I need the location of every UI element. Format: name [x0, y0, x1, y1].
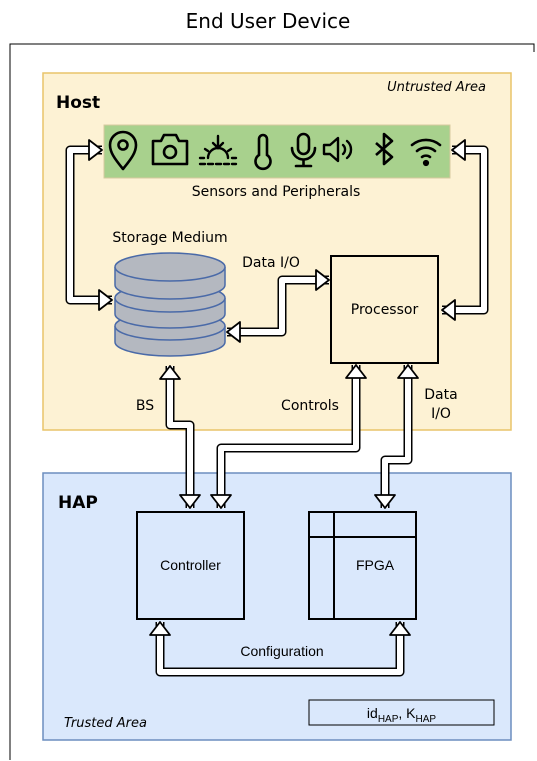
controller-fpga-configuration-arrow: [149, 621, 411, 677]
k-symbol: K: [406, 705, 416, 721]
data-io-label-fpga-line2: I/O: [431, 406, 451, 422]
host-title: Host: [56, 93, 100, 113]
data-io-label-fpga-line1: Data: [424, 387, 457, 403]
thermometer-icon: [254, 133, 272, 171]
fpga-label: FPGA: [356, 557, 395, 573]
sensors-storage-arrow: [65, 139, 113, 311]
arrow-head: [451, 139, 466, 161]
microphone-icon: [290, 132, 317, 168]
bs-label: BS: [136, 398, 154, 414]
arrow-head: [179, 494, 201, 509]
data-io-label-storage: Data I/O: [242, 255, 300, 271]
arrow-head: [389, 621, 411, 636]
trusted-area-label: Trusted Area: [64, 716, 147, 731]
untrusted-area-label: Untrusted Area: [387, 80, 486, 95]
arrow-head: [374, 494, 396, 509]
sunrise-icon: [198, 134, 238, 166]
bluetooth-icon: [375, 132, 394, 166]
storage-processor-arrow: [226, 269, 330, 343]
storage-cylinder: [114, 252, 226, 357]
arrow-head: [88, 139, 103, 161]
arrow-head: [441, 299, 456, 321]
hap-area: HAP Trusted Area: [42, 472, 512, 741]
connector-arrows: [65, 139, 489, 677]
controller-box: Controller: [136, 511, 245, 620]
device-title: End User Device: [186, 9, 351, 33]
controller-label: Controller: [160, 557, 221, 573]
arrow-head: [159, 365, 181, 380]
k-subscript: HAP: [416, 714, 437, 725]
id-subscript: HAP: [378, 714, 399, 725]
sensors-bar: [103, 124, 451, 179]
fpga-box: FPGA: [308, 511, 417, 620]
processor-box: Processor: [330, 255, 439, 364]
camera-icon: [151, 133, 189, 166]
arrow-head: [98, 289, 113, 311]
arrow-head: [210, 494, 232, 509]
speaker-icon: [322, 136, 353, 163]
controls-label: Controls: [281, 398, 339, 414]
hap-title: HAP: [58, 493, 98, 513]
id-symbol: id: [367, 705, 378, 721]
arrow-head: [345, 364, 367, 379]
arrow-head: [226, 321, 241, 343]
keys-box: idHAP, KHAP: [308, 699, 495, 726]
processor-label: Processor: [351, 302, 419, 318]
processor-controller-arrow: [210, 364, 367, 509]
arrow-head: [149, 621, 171, 636]
configuration-label: Configuration: [240, 643, 323, 659]
device-frame: [9, 43, 535, 760]
sensors-panel: [103, 124, 451, 179]
hap-panel: [42, 472, 512, 741]
keys-label: idHAP, KHAP: [367, 705, 436, 725]
storage-label: Storage Medium: [112, 230, 227, 246]
arrow-head: [397, 364, 419, 379]
processor-fpga-arrow: [374, 364, 419, 509]
wifi-icon: [410, 138, 442, 167]
sensors-label: Sensors and Peripherals: [192, 184, 361, 200]
sensors-processor-arrow: [441, 139, 489, 321]
location-pin-icon: [108, 130, 138, 171]
keys-separator: ,: [398, 705, 406, 721]
storage-controller-arrow: [159, 365, 201, 509]
arrow-head: [315, 269, 330, 291]
